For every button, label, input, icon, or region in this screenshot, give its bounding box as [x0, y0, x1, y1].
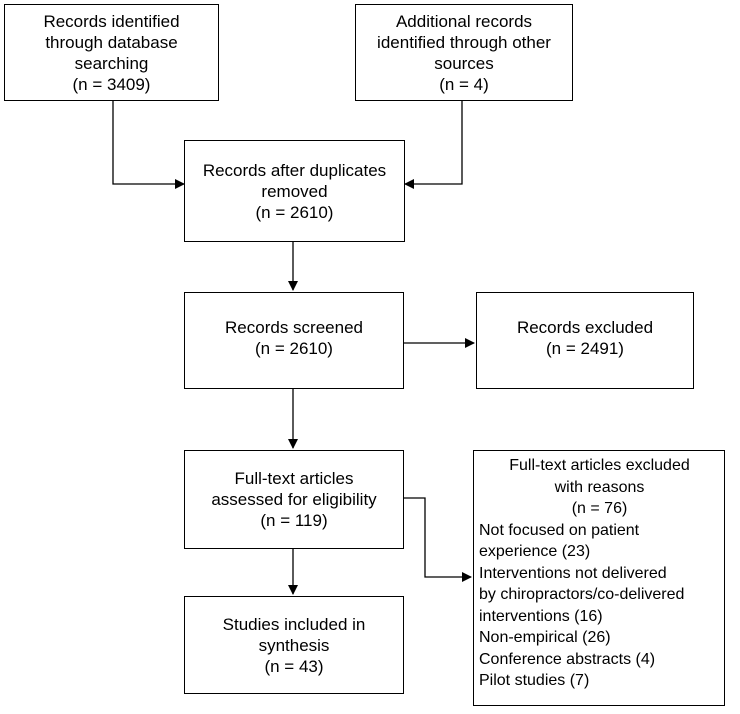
after-duplicates-count: (n = 2610)	[255, 202, 334, 222]
arrow-additional-to-after-duplicates	[404, 101, 463, 189]
fulltext-excluded-count: (n = 76)	[571, 500, 628, 517]
records-screened-count: (n = 2610)	[255, 339, 333, 358]
fulltext-excluded-header-1: Full-text articles excluded	[509, 457, 690, 474]
after-duplicates-line-2: removed	[261, 181, 328, 201]
fulltext-assessed-box: Full-text articles assessed for eligibil…	[184, 450, 404, 549]
studies-included-line-1: Studies included in	[222, 614, 366, 634]
additional-records-line-3: sources	[434, 53, 494, 73]
records-identified-line-1: Records identified	[43, 11, 180, 31]
records-screened-line-1: Records screened	[225, 318, 363, 337]
records-identified-line-3: searching	[74, 53, 149, 73]
exclusion-reason-line: Pilot studies (7)	[479, 672, 590, 689]
additional-records-count: (n = 4)	[439, 74, 489, 94]
records-identified-box: Records identified through database sear…	[4, 4, 219, 101]
fulltext-excluded-box: Full-text articles excluded with reasons…	[473, 450, 725, 706]
records-identified-count: (n = 3409)	[72, 74, 151, 94]
exclusion-reason-line: interventions (16)	[479, 607, 603, 625]
after-duplicates-line-1: Records after duplicates	[202, 160, 387, 180]
exclusion-reason-line: Non-empirical (26)	[479, 629, 611, 646]
records-screened-box: Records screened (n = 2610)	[184, 292, 404, 389]
exclusion-reason-line: experience (23)	[479, 543, 591, 560]
after-duplicates-box: Records after duplicates removed (n = 26…	[184, 140, 405, 242]
fulltext-excluded-header-2: with reasons	[554, 478, 645, 496]
studies-included-box: Studies included in synthesis (n = 43)	[184, 596, 404, 694]
studies-included-line-2: synthesis	[258, 635, 330, 655]
fulltext-assessed-line-2: assessed for eligibility	[211, 490, 377, 509]
arrow-fulltext-to-fulltext-excluded	[404, 497, 472, 582]
records-excluded-count: (n = 2491)	[546, 339, 624, 358]
studies-included-count: (n = 43)	[264, 656, 324, 676]
records-excluded-box: Records excluded (n = 2491)	[476, 292, 694, 389]
arrow-identified-to-after-duplicates	[112, 101, 185, 189]
records-excluded-line-1: Records excluded	[516, 318, 654, 337]
fulltext-assessed-count: (n = 119)	[260, 511, 328, 530]
fulltext-assessed-line-1: Full-text articles	[234, 469, 354, 488]
records-identified-line-2: through database	[45, 32, 178, 52]
exclusion-reason-line: Not focused on patient	[479, 521, 640, 539]
additional-records-box: Additional records identified through ot…	[355, 4, 573, 101]
exclusion-reason-line: by chiropractors/co-delivered	[479, 586, 685, 603]
exclusion-reason-line: Interventions not delivered	[479, 564, 667, 582]
additional-records-line-1: Additional records	[395, 11, 533, 31]
exclusion-reason-line: Conference abstracts (4)	[479, 650, 656, 668]
additional-records-line-2: identified through other	[377, 32, 551, 52]
